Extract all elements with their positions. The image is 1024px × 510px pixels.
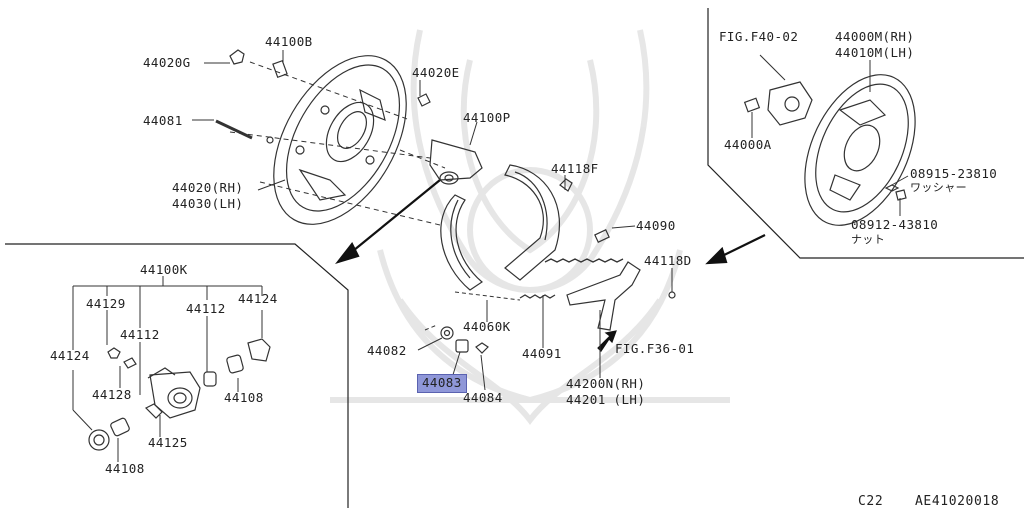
footer-diagram-code: AE41020018	[915, 494, 1000, 509]
part-label-44091[interactable]: 44091	[522, 346, 562, 361]
part-label-08915[interactable]: 08915-23810	[910, 166, 998, 181]
part-label-44118F[interactable]: 44118F	[551, 161, 599, 176]
part-label-44118D[interactable]: 44118D	[644, 253, 692, 268]
part-label-44108-right[interactable]: 44108	[224, 390, 264, 405]
part-label-44010M[interactable]: 44010M(LH)	[835, 45, 915, 60]
part-label-44000M[interactable]: 44000M(RH)	[835, 29, 915, 44]
hardware-44082-44084	[424, 324, 489, 354]
part-label-44201[interactable]: 44201 (LH)	[566, 392, 646, 407]
watermark-emblem	[330, 29, 730, 425]
leader-44083	[451, 351, 461, 379]
leader-44020	[257, 179, 286, 191]
part-label-44112-upper[interactable]: 44112	[186, 301, 226, 316]
backing-plate-drawing	[273, 55, 407, 225]
part-label-44020RH[interactable]: 44020(RH)	[172, 180, 244, 195]
section-borders	[5, 8, 1024, 508]
part-label-08912[interactable]: 08912-43810	[851, 217, 939, 232]
part-label-44124-right[interactable]: 44124	[238, 291, 278, 306]
part-label-44129[interactable]: 44129	[86, 296, 126, 311]
part-label-44020E[interactable]: 44020E	[412, 65, 460, 80]
part-label-44000A[interactable]: 44000A	[724, 137, 772, 152]
part-label-44081[interactable]: 44081	[143, 113, 183, 128]
part-label-44090[interactable]: 44090	[636, 218, 676, 233]
part-label-44112-lower[interactable]: 44112	[120, 327, 160, 342]
part-label-44083-selected[interactable]: 44083	[417, 374, 467, 393]
brake-shoes-drawing	[440, 164, 560, 301]
part-label-44030LH[interactable]: 44030(LH)	[172, 196, 244, 211]
part-label-44124-left[interactable]: 44124	[50, 348, 90, 363]
leader-44082	[417, 337, 443, 351]
note-nut: ナット	[851, 233, 886, 246]
part-label-44108-left[interactable]: 44108	[105, 461, 145, 476]
part-label-44100P[interactable]: 44100P	[463, 110, 511, 125]
part-label-44100B[interactable]: 44100B	[265, 34, 313, 49]
part-label-44084[interactable]: 44084	[463, 390, 503, 405]
fig-ref-arrow-icon	[597, 330, 617, 352]
part-label-44125[interactable]: 44125	[148, 435, 188, 450]
wheel-cylinder-drawing	[429, 121, 483, 185]
leader-FIG.F40	[759, 54, 786, 81]
leader-44090	[611, 225, 636, 229]
leader-44084	[480, 354, 486, 391]
cylinder-kit-parts	[88, 338, 271, 451]
note-washer: ワッシャー	[910, 181, 967, 194]
springs-drawing	[519, 178, 676, 331]
direction-arrows	[335, 179, 766, 265]
fig-ref-F36-01[interactable]: FIG.F36-01	[615, 341, 695, 356]
leader-lines-topleft	[229, 61, 446, 226]
part-label-44060K[interactable]: 44060K	[463, 319, 511, 334]
part-label-44100K[interactable]: 44100K	[140, 262, 188, 277]
cylinder-kit-bracket	[72, 276, 263, 462]
footer-section-code: C22	[858, 494, 884, 509]
part-label-44082[interactable]: 44082	[367, 343, 407, 358]
inset-backing-plate-drawing	[743, 74, 916, 226]
part-label-44200N[interactable]: 44200N(RH)	[566, 376, 646, 391]
part-label-44020G[interactable]: 44020G	[143, 55, 191, 70]
part-label-44128[interactable]: 44128	[92, 387, 132, 402]
small-hardware-topleft	[215, 49, 431, 144]
fig-ref-F40-02[interactable]: FIG.F40-02	[719, 29, 799, 44]
leader-08915	[889, 175, 909, 187]
